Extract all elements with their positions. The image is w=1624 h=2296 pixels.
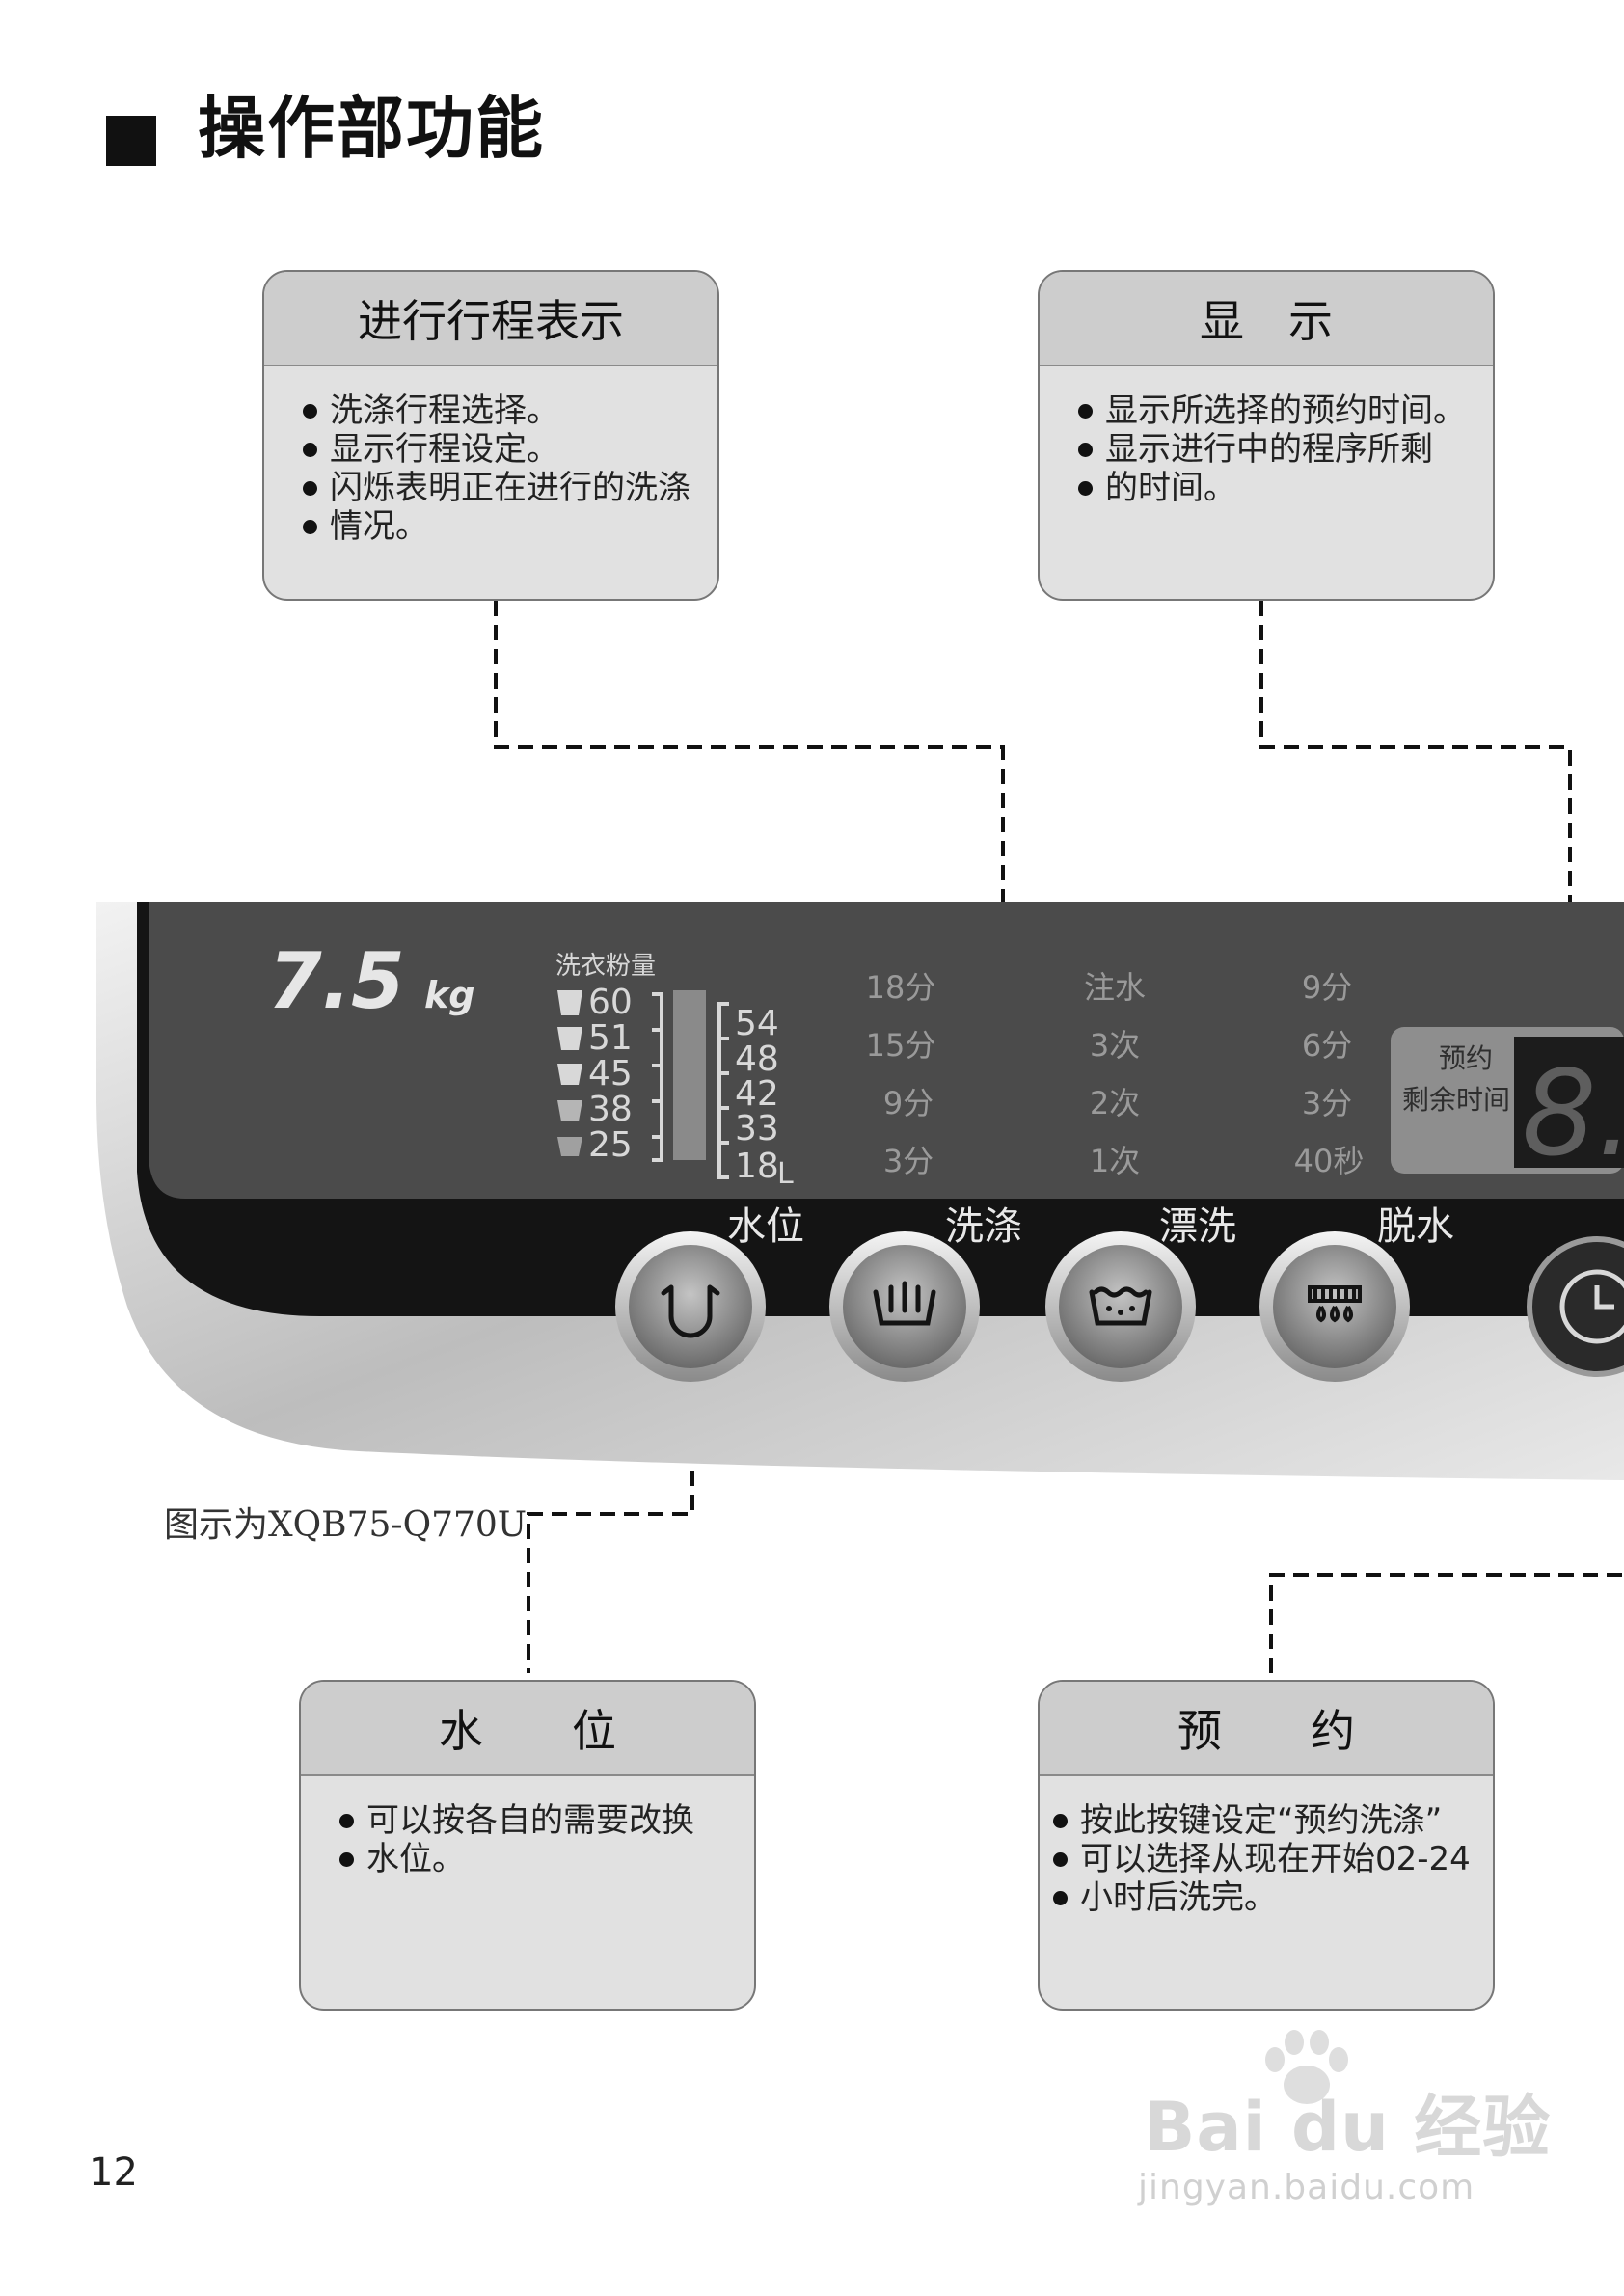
water-level-value: 54 xyxy=(735,1004,779,1043)
detergent-level: 45 xyxy=(588,1054,633,1094)
spin-drip-icon xyxy=(1308,1285,1362,1303)
rinse-button-label: 漂洗 xyxy=(1159,1204,1236,1249)
water-level-value: 18 xyxy=(735,1147,779,1186)
connector-reserve xyxy=(1269,1573,1624,1673)
list-item-continuation: 小时后洗完。 xyxy=(1053,1878,1472,1917)
connector-water-level xyxy=(527,1374,694,1673)
detergent-cup-icon xyxy=(557,1064,582,1085)
list-item-continuation: 的时间。 xyxy=(1078,469,1472,507)
water-level-button[interactable] xyxy=(615,1231,766,1382)
water-level-icon xyxy=(661,1284,720,1338)
rinse-count: 3次 xyxy=(1090,1027,1140,1064)
list-item: 显示行程设定。 xyxy=(303,430,696,469)
button-labels: 水位 洗涤 漂洗 脱水 xyxy=(727,1204,1454,1249)
detergent-cup-icon xyxy=(557,1100,582,1121)
detergent-level: 25 xyxy=(588,1125,633,1165)
capacity-unit: kg xyxy=(424,974,474,1016)
list-item-continuation: 可以选择从现在开始02-24 xyxy=(1053,1840,1472,1878)
watermark-url: jingyan.baidu.com xyxy=(1138,2168,1475,2207)
list-item: 闪烁表明正在进行的洗涤 xyxy=(303,469,696,507)
water-scale: 54 48 42 33 18 xyxy=(735,1004,779,1186)
detergent-level: 60 xyxy=(588,983,633,1022)
clock-icon xyxy=(1594,1285,1614,1310)
connector-progress xyxy=(494,601,1005,950)
water-unit: L xyxy=(777,1157,794,1191)
spin-time: 6分 xyxy=(1302,1027,1352,1064)
reserve-button[interactable] xyxy=(1527,1236,1624,1377)
spin-button[interactable] xyxy=(1259,1231,1410,1382)
seven-segment-display xyxy=(1514,1037,1624,1168)
callout-progress-title: 进行行程表示 xyxy=(264,272,717,366)
water-level-bar xyxy=(673,990,706,1160)
rinse-tub-icon xyxy=(1089,1286,1152,1326)
spin-time: 9分 xyxy=(1302,969,1352,1006)
detergent-label: 洗衣粉量 xyxy=(555,952,656,981)
display-label-remaining: 剩余时间 xyxy=(1402,1084,1510,1116)
callout-reserve-list: 按此按键设定“预约洗涤” 可以选择从现在开始02-24 小时后洗完。 xyxy=(1040,1776,1493,1917)
watermark-brand: Bai du 经验 xyxy=(1144,2088,1552,2167)
display-label-reserve: 预约 xyxy=(1439,1042,1493,1074)
rinse-button[interactable] xyxy=(1045,1231,1196,1382)
callout-progress-list: 洗涤行程选择。 显示行程设定。 闪烁表明正在进行的洗涤 情况。 xyxy=(264,366,717,546)
list-item: 按此按键设定“预约洗涤” xyxy=(1053,1801,1472,1840)
rinse-count: 2次 xyxy=(1090,1085,1140,1121)
list-item: 显示所选择的预约时间。 xyxy=(1078,392,1472,430)
rinse-count: 注水 xyxy=(1084,969,1146,1006)
wash-button[interactable] xyxy=(829,1231,980,1382)
wash-tub-icon xyxy=(873,1281,936,1326)
callout-reserve-title: 预 约 xyxy=(1040,1682,1493,1776)
spin-time: 40秒 xyxy=(1294,1143,1365,1179)
callout-display: 显 示 显示所选择的预约时间。 显示进行中的程序所剩 的时间。 xyxy=(1038,270,1495,601)
detergent-level: 38 xyxy=(588,1090,633,1129)
wash-time: 3分 xyxy=(883,1143,934,1179)
callout-water-level: 水 位 可以按各自的需要改换 水位。 xyxy=(299,1680,756,2011)
callout-water-level-list: 可以按各自的需要改换 水位。 xyxy=(301,1776,754,1878)
program-table: 18分 15分 9分 3分 注水 3次 2次 1次 9分 6分 3分 40秒 xyxy=(866,969,1365,1179)
spin-button-label: 脱水 xyxy=(1377,1204,1454,1249)
list-item: 可以按各自的需要改换 xyxy=(339,1801,733,1840)
detergent-bracket xyxy=(652,992,663,1162)
heading-square-icon xyxy=(106,116,156,166)
wash-time: 9分 xyxy=(883,1085,934,1121)
callout-display-list: 显示所选择的预约时间。 显示进行中的程序所剩 的时间。 xyxy=(1040,366,1493,507)
rinse-count: 1次 xyxy=(1090,1143,1140,1179)
callout-progress: 进行行程表示 洗涤行程选择。 显示行程设定。 闪烁表明正在进行的洗涤 情况。 xyxy=(262,270,719,601)
water-bracket xyxy=(717,1002,729,1179)
callout-water-level-title: 水 位 xyxy=(301,1682,754,1776)
model-caption: 图示为XQB75-Q770U xyxy=(164,1505,528,1545)
page-number: 12 xyxy=(89,2150,138,2195)
list-item: 显示进行中的程序所剩 xyxy=(1078,430,1472,469)
list-item-continuation: 情况。 xyxy=(303,507,696,546)
wash-time: 18分 xyxy=(866,969,936,1006)
water-level-value: 48 xyxy=(735,1040,779,1079)
water-level-button-label: 水位 xyxy=(727,1204,804,1249)
detergent-cup-icon xyxy=(557,990,582,1015)
water-level-value: 33 xyxy=(735,1109,779,1148)
water-level-value: 42 xyxy=(735,1074,779,1114)
capacity-logo: 7.5 xyxy=(268,936,405,1026)
spin-time: 3分 xyxy=(1302,1085,1352,1121)
list-item-continuation: 水位。 xyxy=(339,1840,733,1878)
detergent-cup-icon xyxy=(557,1027,582,1050)
panel-display-area xyxy=(149,902,1624,1199)
detergent-scale: 60 51 45 38 25 xyxy=(588,983,633,1165)
page-title: 操作部功能 xyxy=(198,89,545,168)
wash-time: 15分 xyxy=(866,1027,936,1064)
control-panel: 7.5 kg 洗衣粉量 60 51 45 38 25 54 48 42 33 1… xyxy=(96,902,1624,1480)
list-item: 洗涤行程选择。 xyxy=(303,392,696,430)
paw-print-icon xyxy=(1265,2030,1348,2104)
callout-reserve: 预 约 按此按键设定“预约洗涤” 可以选择从现在开始02-24 小时后洗完。 xyxy=(1038,1680,1495,2011)
wash-button-label: 洗涤 xyxy=(945,1204,1022,1249)
detergent-cup-icon xyxy=(557,1137,582,1156)
callout-display-title: 显 示 xyxy=(1040,272,1493,366)
detergent-cup-icons xyxy=(557,990,582,1156)
detergent-level: 51 xyxy=(588,1018,633,1058)
display-digit: 8. xyxy=(1522,1045,1624,1182)
